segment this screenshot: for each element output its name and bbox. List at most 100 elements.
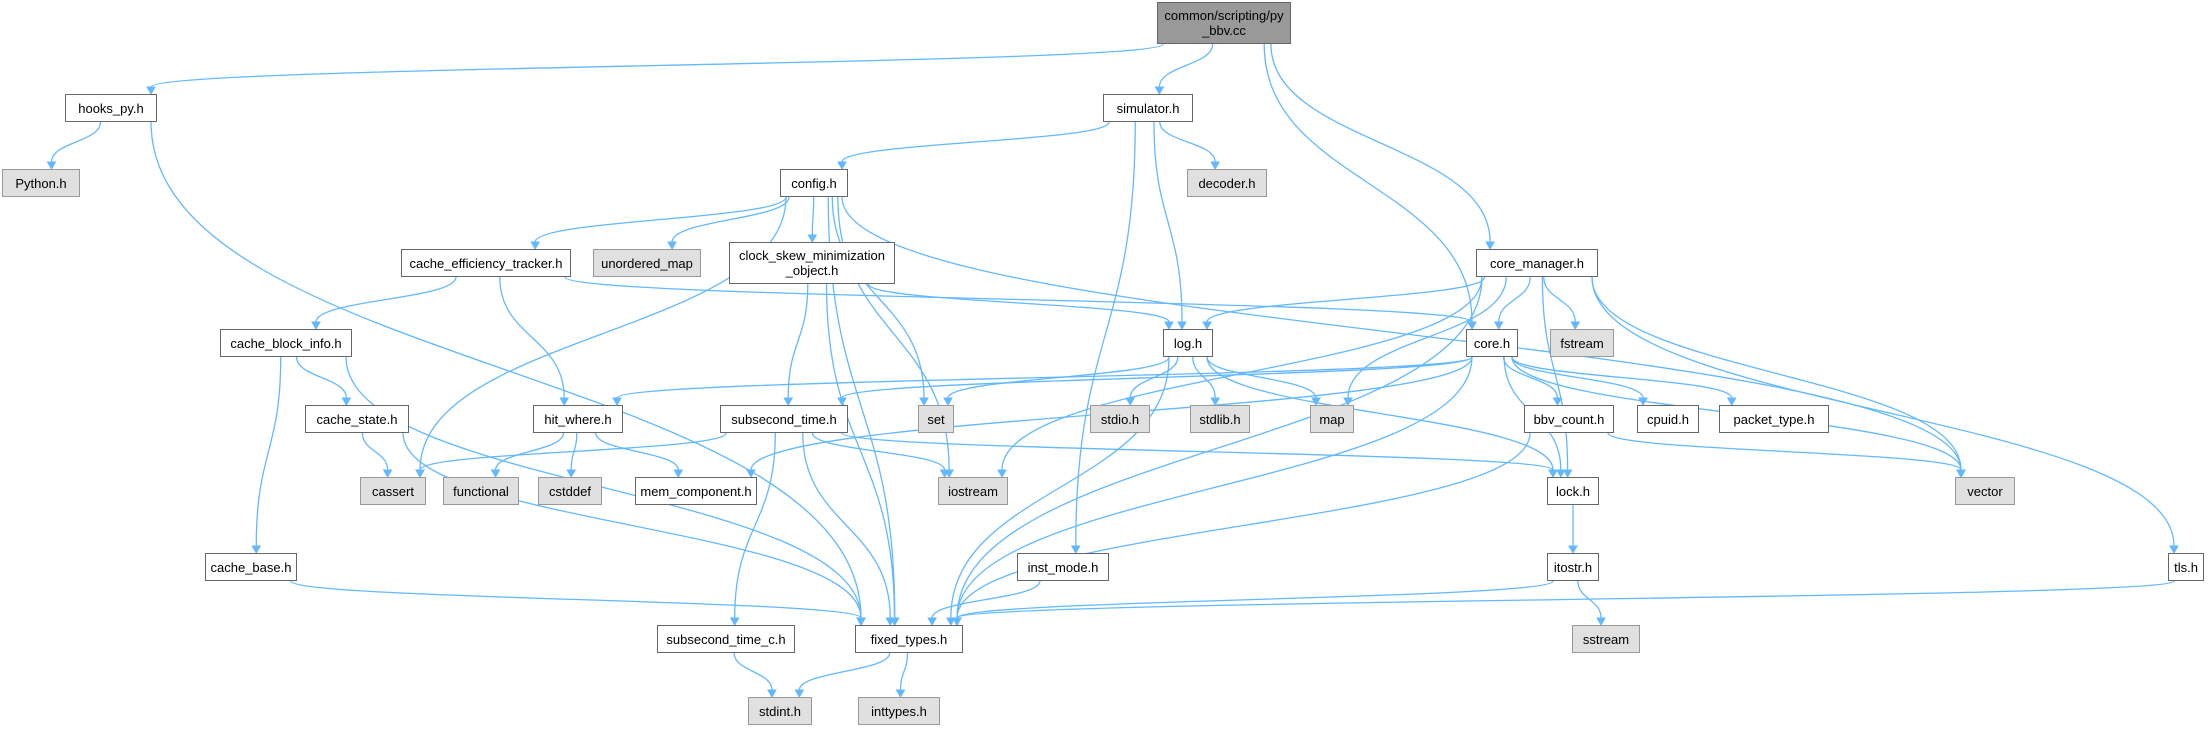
edge-arrowhead: [146, 86, 156, 96]
edge-arrowhead: [1210, 161, 1221, 171]
edge-cache-block-info-to-cache-base: [255, 356, 282, 547]
edge-arrowhead: [1202, 321, 1212, 331]
edge-arrowhead: [856, 617, 866, 627]
edge-arrowhead: [1596, 617, 1606, 627]
node-lock[interactable]: lock.h: [1547, 477, 1599, 505]
edge-core-to-packet-type: [1511, 356, 1733, 399]
node-config[interactable]: config.h: [780, 169, 848, 197]
node-cstddef: cstddef: [538, 477, 602, 505]
edge-core-manager-to-map: [1347, 276, 1507, 399]
edge-core-to-fixed-types: [956, 356, 1473, 619]
edge-core-manager-to-tls: [1591, 276, 2175, 547]
edge-arrowhead: [952, 617, 962, 627]
node-cache-eff[interactable]: cache_efficiency_tracker.h: [401, 249, 571, 277]
node-core-manager[interactable]: core_manager.h: [1476, 249, 1598, 277]
edge-arrowhead: [767, 689, 777, 699]
edge-bbv-count-to-vector: [1607, 432, 1962, 471]
edge-arrowhead: [1125, 397, 1136, 407]
edge-hit-where-to-functional: [494, 432, 565, 471]
edge-arrowhead: [794, 689, 805, 699]
edge-arrowhead: [1485, 241, 1495, 251]
node-stdlib: stdlib.h: [1190, 405, 1250, 433]
edge-arrowhead: [807, 234, 818, 244]
node-iostream: iostream: [938, 477, 1008, 505]
edge-config-to-cache-eff: [534, 196, 787, 243]
edge-arrowhead: [311, 321, 321, 331]
node-packet-type[interactable]: packet_type.h: [1719, 405, 1829, 433]
edge-arrowhead: [729, 617, 740, 627]
node-fixed-types[interactable]: fixed_types.h: [855, 625, 963, 653]
node-hooks-py[interactable]: hooks_py.h: [65, 94, 157, 122]
node-root: common/scripting/py _bbv.cc: [1157, 2, 1291, 44]
edge-arrowhead: [612, 397, 622, 407]
edge-root-to-core: [1263, 43, 1473, 323]
edge-arrowhead: [566, 469, 577, 479]
edge-cache-state-to-fixed-types: [402, 432, 862, 619]
edge-log-to-stdlib: [1192, 356, 1216, 399]
edge-arrowhead: [1568, 545, 1578, 555]
node-cache-block-info[interactable]: cache_block_info.h: [220, 329, 352, 357]
edge-arrowhead: [919, 397, 929, 407]
edge-arrowhead: [1493, 321, 1504, 331]
edge-arrowhead: [1726, 397, 1737, 407]
node-mem-component[interactable]: mem_component.h: [635, 477, 757, 505]
edge-core-to-bbv-count: [1502, 356, 1559, 399]
edge-arrowhead: [1956, 469, 1966, 479]
edge-arrowhead: [559, 397, 570, 407]
edge-arrowhead: [939, 469, 950, 479]
node-simulator[interactable]: simulator.h: [1103, 94, 1193, 122]
edge-config-to-set: [831, 196, 925, 399]
edge-arrowhead: [2169, 545, 2179, 555]
node-unordered-map: unordered_map: [593, 249, 701, 277]
edge-core-manager-to-fixed-types: [956, 276, 1483, 619]
node-cache-base[interactable]: cache_base.h: [205, 553, 297, 581]
edge-arrowhead: [251, 545, 262, 555]
edge-cache-block-info-to-cache-state: [296, 356, 347, 399]
node-cpuid[interactable]: cpuid.h: [1637, 405, 1699, 433]
edge-tls-to-fixed-types: [956, 580, 2175, 619]
node-subsecond-time-c[interactable]: subsecond_time_c.h: [657, 625, 795, 653]
node-map: map: [1310, 405, 1354, 433]
node-tls[interactable]: tls.h: [2168, 553, 2204, 581]
edge-arrowhead: [783, 397, 794, 407]
node-sstream: sstream: [1572, 625, 1640, 653]
node-cache-state[interactable]: cache_state.h: [305, 405, 409, 433]
edge-arrowhead: [885, 617, 896, 627]
edge-hooks-py-to-fixed-types: [150, 121, 862, 619]
edge-root-to-core-manager: [1270, 43, 1491, 243]
edge-arrowhead: [1164, 321, 1174, 331]
edge-arrowhead: [927, 617, 937, 627]
edge-log-to-map: [1206, 356, 1317, 399]
edge-fixed-types-to-inttypes: [899, 652, 909, 691]
edge-cache-base-to-fixed-types: [290, 580, 862, 619]
node-itostr[interactable]: itostr.h: [1547, 553, 1599, 581]
edge-core-to-cpuid: [1511, 356, 1644, 399]
edge-simulator-to-config: [841, 121, 1110, 163]
node-core[interactable]: core.h: [1466, 329, 1518, 357]
edge-arrowhead: [746, 469, 756, 479]
edge-core-manager-to-log: [1206, 276, 1486, 323]
node-log[interactable]: log.h: [1163, 329, 1213, 357]
edge-log-to-lock: [1206, 356, 1554, 471]
node-bbv-count[interactable]: bbv_count.h: [1524, 405, 1614, 433]
node-hit-where[interactable]: hit_where.h: [533, 405, 623, 433]
edge-core-manager-to-core: [1498, 276, 1531, 323]
edge-cache-eff-to-cache-block-info: [315, 276, 457, 323]
edge-simulator-to-log: [1153, 121, 1183, 323]
edge-log-to-fixed-types: [950, 356, 1170, 619]
node-stdint: stdint.h: [748, 697, 812, 725]
edge-arrowhead: [1555, 469, 1566, 479]
node-set: set: [918, 405, 954, 433]
edge-config-to-vector: [841, 196, 1962, 471]
edge-core-manager-to-vector: [1591, 276, 1962, 471]
edge-hooks-py-to-python: [50, 121, 102, 163]
edge-arrowhead: [943, 397, 953, 407]
node-subsecond-time[interactable]: subsecond_time.h: [720, 405, 848, 433]
edge-clock-skew-to-log: [867, 283, 1170, 323]
node-clock-skew[interactable]: clock_skew_minimization _object.h: [729, 242, 895, 284]
edge-subsecond-time-c-to-stdint: [733, 652, 773, 691]
node-inst-mode[interactable]: inst_mode.h: [1017, 553, 1109, 581]
edge-arrowhead: [1467, 321, 1477, 331]
edge-clock-skew-to-fixed-types: [825, 283, 896, 619]
node-functional: functional: [443, 477, 519, 505]
